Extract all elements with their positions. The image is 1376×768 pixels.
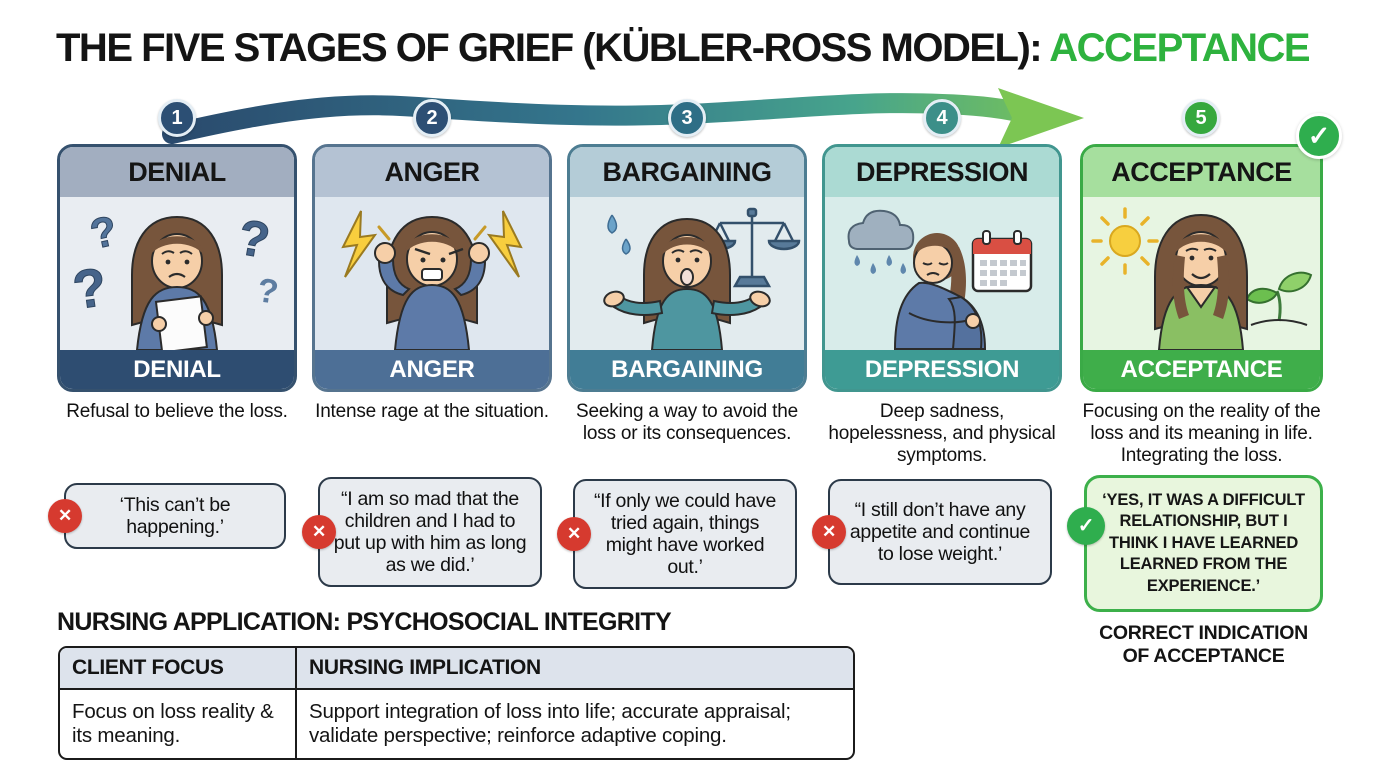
acceptance-caption: CORRECT INDICATION OF ACCEPTANCE <box>1099 622 1308 667</box>
quote-bargaining: ✕ “If only we could have tried again, th… <box>557 479 797 589</box>
rain-cloud-icon <box>847 209 915 250</box>
stage-card-acceptance: ACCEPTANCE <box>1080 144 1323 392</box>
stage-number-3: 3 <box>668 99 706 137</box>
x-glyph: ✕ <box>567 524 581 544</box>
page-title: THE FIVE STAGES OF GRIEF (KÜBLER-ROSS MO… <box>56 26 1311 71</box>
quote-text: “I still don’t have any appetite and con… <box>849 498 1031 566</box>
stage-card-denial: DENIAL ? ? ? ? DENIAL <box>57 144 297 392</box>
sun-icon <box>1091 207 1159 275</box>
stage-description-acceptance: Focusing on the reality of the loss and … <box>1082 401 1321 467</box>
stage-header-label: DENIAL <box>128 156 226 187</box>
stage-number-2: 2 <box>413 99 451 137</box>
stage-card-header: ACCEPTANCE <box>1083 147 1320 197</box>
question-mark-icon: ? <box>255 271 281 312</box>
stage-footer-label: BARGAINING <box>611 355 763 383</box>
stage-number-1: 1 <box>158 99 196 137</box>
acceptance-illustration <box>1083 197 1320 350</box>
table-cell-client-focus: Focus on loss reality & its meaning. <box>60 690 297 758</box>
quote-text: ‘This can’t be happening.’ <box>119 493 231 538</box>
lightning-bolt-icon <box>341 210 378 278</box>
table-row: Focus on loss reality & its meaning. Sup… <box>60 688 853 758</box>
incorrect-x-icon: ✕ <box>557 517 591 551</box>
stage-header-label: DEPRESSION <box>855 156 1029 187</box>
calendar-icon <box>971 230 1033 293</box>
stage-card-header: DEPRESSION <box>825 147 1059 197</box>
quote-denial: ✕ ‘This can’t be happening.’ <box>48 483 286 549</box>
stage-description-denial: Refusal to believe the loss. <box>66 401 288 422</box>
bargaining-illustration <box>570 197 804 350</box>
stage-description-bargaining: Seeking a way to avoid the loss or its c… <box>576 401 798 445</box>
stage-footer-label: DEPRESSION <box>864 355 1020 383</box>
stage-footer-label: ACCEPTANCE <box>1120 355 1283 383</box>
check-glyph: ✓ <box>1307 120 1331 151</box>
stage-header-label: BARGAINING <box>602 156 773 187</box>
stage-card-footer: DENIAL <box>60 350 294 389</box>
sweat-drop-icon <box>607 214 618 234</box>
x-glyph: ✕ <box>312 522 326 542</box>
table-header-nursing-implication: NURSING IMPLICATION <box>297 648 853 688</box>
stage-card-header: DENIAL <box>60 147 294 197</box>
anger-illustration <box>315 197 549 350</box>
incorrect-x-icon: ✕ <box>812 515 846 549</box>
stage-header-label: ANGER <box>384 156 480 187</box>
sprout-icon <box>1245 271 1313 326</box>
page-title-main: THE FIVE STAGES OF GRIEF (KÜBLER-ROSS MO… <box>56 26 1050 70</box>
denial-illustration: ? ? ? ? <box>60 197 294 350</box>
stage-header-label: ACCEPTANCE <box>1111 156 1292 187</box>
acceptance-check-icon: ✓ <box>1296 113 1342 159</box>
stage-card-anger: ANGER ANGER <box>312 144 552 392</box>
sweat-drop-icon <box>621 238 631 255</box>
question-mark-icon: ? <box>234 209 274 269</box>
stage-card-depression: DEPRESSION <box>822 144 1062 392</box>
x-glyph: ✕ <box>58 506 72 526</box>
stage-card-footer: ANGER <box>315 350 549 389</box>
stage-card-footer: ACCEPTANCE <box>1083 350 1320 389</box>
quote-acceptance: ✓ ‘YES, IT WAS A DIFFICULT RELATIONSHIP,… <box>1067 475 1323 612</box>
stage-description-anger: Intense rage at the situation. <box>315 401 549 422</box>
stage-footer-label: DENIAL <box>133 355 221 383</box>
stage-description-depression: Deep sadness, hopelessness, and physical… <box>828 401 1056 467</box>
stage-number-4: 4 <box>923 99 961 137</box>
question-mark-icon: ? <box>69 257 110 321</box>
stage-footer-label: ANGER <box>389 355 475 383</box>
quote-depression: ✕ “I still don’t have any appetite and c… <box>812 479 1052 585</box>
stage-number-5: 5 <box>1182 99 1220 137</box>
stage-card-header: BARGAINING <box>570 147 804 197</box>
stage-card-bargaining: BARGAINING <box>567 144 807 392</box>
nursing-table: CLIENT FOCUS NURSING IMPLICATION Focus o… <box>58 646 855 760</box>
stage-card-footer: DEPRESSION <box>825 350 1059 389</box>
stage-card-footer: BARGAINING <box>570 350 804 389</box>
incorrect-x-icon: ✕ <box>302 515 336 549</box>
depression-illustration <box>825 197 1059 350</box>
nursing-heading: NURSING APPLICATION: PSYCHOSOCIAL INTEGR… <box>57 608 672 636</box>
incorrect-x-icon: ✕ <box>48 499 82 533</box>
correct-check-icon: ✓ <box>1067 507 1105 546</box>
page-title-highlight: ACCEPTANCE <box>1049 26 1310 70</box>
table-cell-nursing-implication: Support integration of loss into life; a… <box>309 700 791 747</box>
question-mark-icon: ? <box>86 206 121 257</box>
stage-card-header: ANGER <box>315 147 549 197</box>
lightning-bolt-icon <box>486 210 523 278</box>
table-header-row: CLIENT FOCUS NURSING IMPLICATION <box>60 648 853 688</box>
quote-text: “I am so mad that the children and I had… <box>333 487 527 577</box>
quote-anger: ✕ “I am so mad that the children and I h… <box>302 477 542 587</box>
table-header-client-focus: CLIENT FOCUS <box>60 648 297 688</box>
rain-drops-icon <box>854 255 906 274</box>
quote-text: ‘YES, IT WAS A DIFFICULT RELATIONSHIP, B… <box>1102 490 1305 595</box>
x-glyph: ✕ <box>822 522 836 542</box>
quote-text: “If only we could have tried again, thin… <box>593 489 776 579</box>
check-glyph: ✓ <box>1077 515 1095 538</box>
